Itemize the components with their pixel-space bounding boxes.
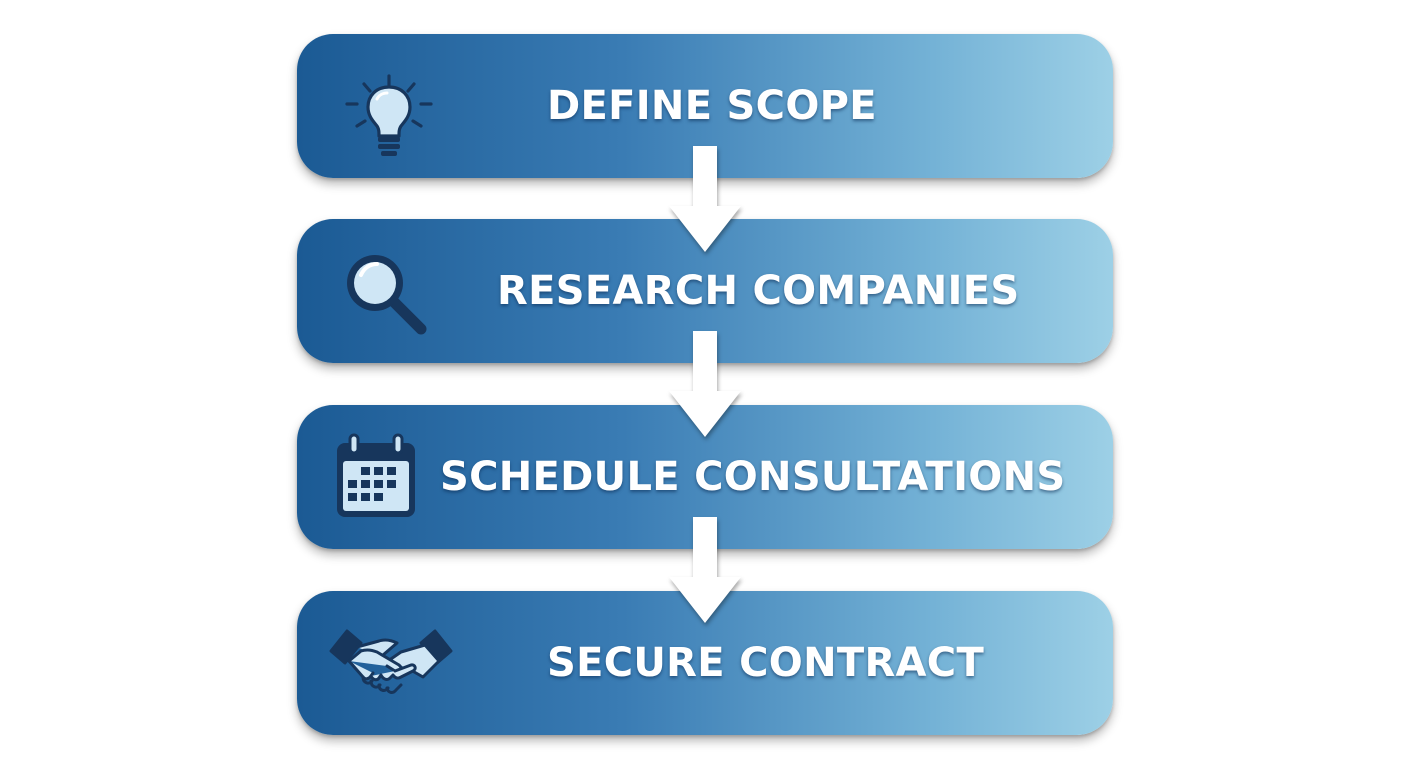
calendar-icon [337,433,415,517]
arrow-down-icon [669,517,741,623]
magnifying-glass-icon [347,255,427,335]
step-secure-contract: SECURE CONTRACT [297,591,1113,735]
handshake-icon [329,629,453,694]
step-label: DEFINE SCOPE [547,83,877,129]
step-label: SECURE CONTRACT [547,640,985,686]
arrow-down-icon [669,146,741,252]
step-label: SCHEDULE CONSULTATIONS [440,454,1066,500]
step-label: RESEARCH COMPANIES [497,268,1020,314]
arrow-down-icon [669,331,741,437]
lightbulb-icon [345,74,433,156]
